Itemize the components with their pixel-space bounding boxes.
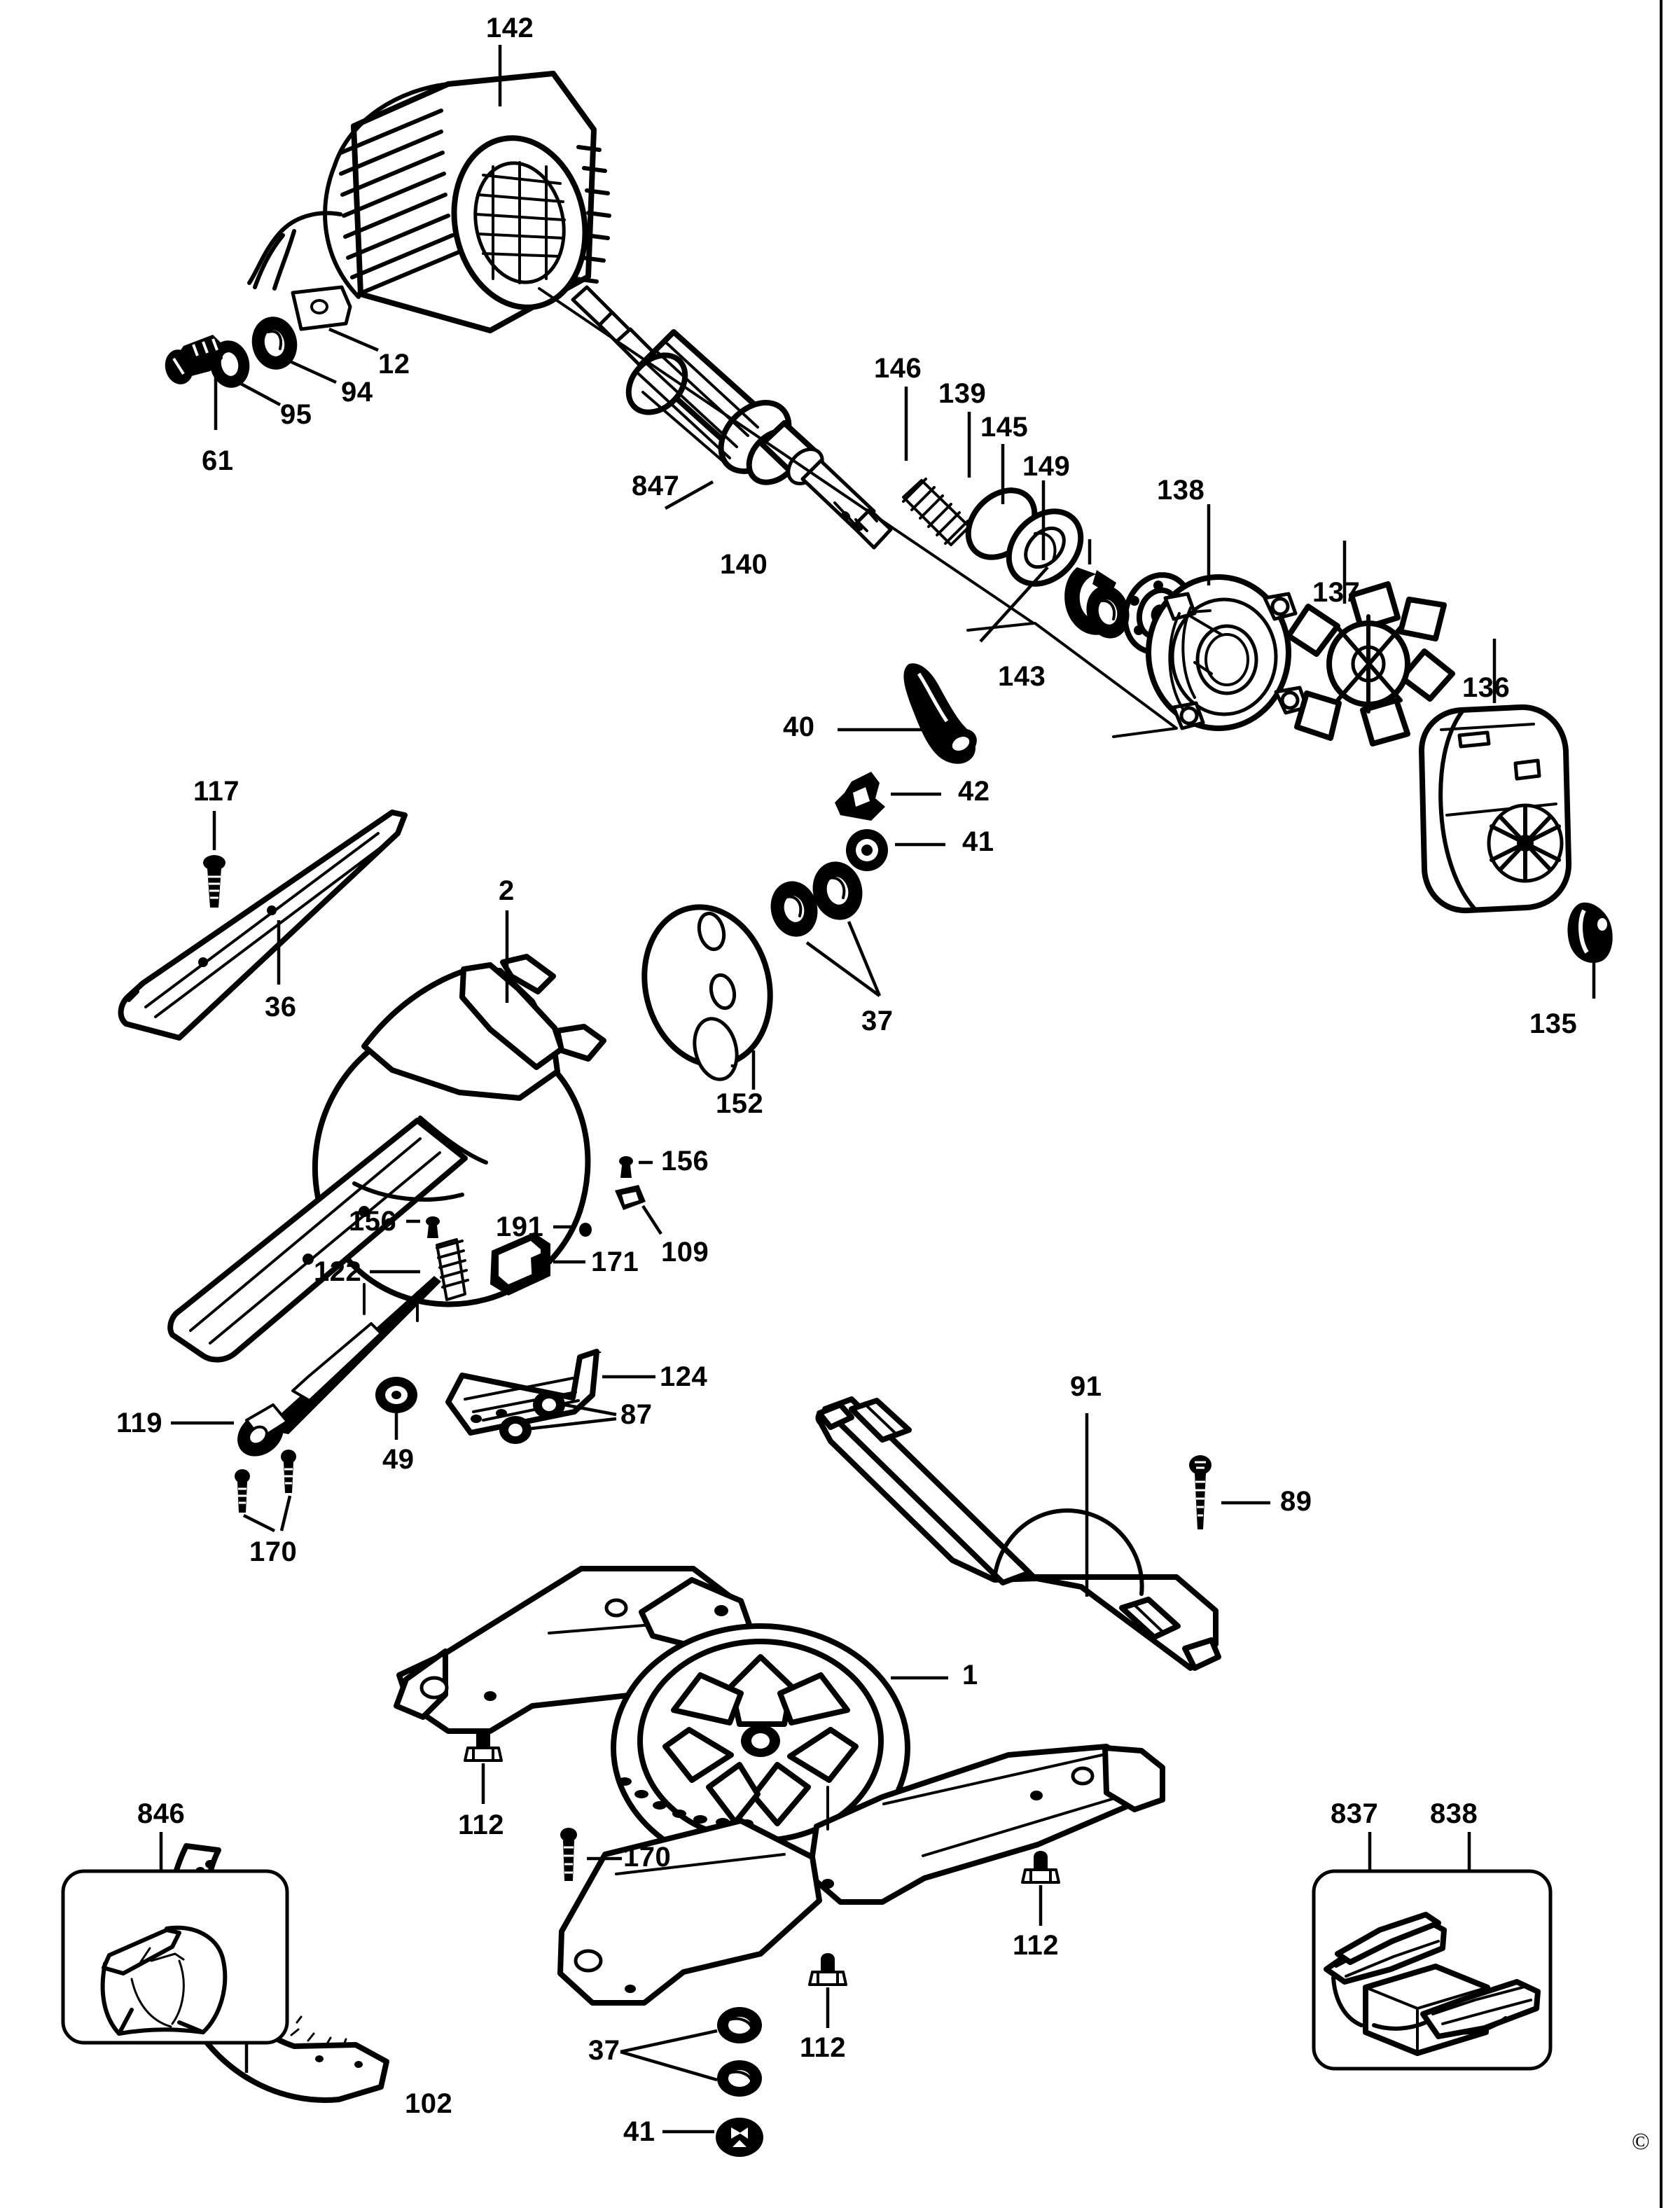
callout-143: 143 — [998, 661, 1046, 692]
callout-170-b: 170 — [623, 1842, 672, 1873]
callout-42: 42 — [958, 776, 990, 807]
callout-119: 119 — [116, 1408, 163, 1438]
callout-1: 1 — [962, 1660, 978, 1690]
part-42-bracket — [835, 772, 941, 821]
part-146-spring — [902, 387, 971, 546]
callout-2: 2 — [499, 875, 515, 906]
part-87-washers — [499, 1391, 617, 1444]
callout-36: 36 — [265, 992, 297, 1022]
part-12-terminal-plate — [291, 285, 379, 352]
callout-170-a: 170 — [249, 1536, 298, 1567]
part-139-bearing — [965, 412, 1084, 587]
callout-847: 847 — [632, 471, 680, 501]
callout-112-a: 112 — [458, 1810, 505, 1840]
callout-37: 37 — [861, 1006, 894, 1036]
callout-142: 142 — [486, 13, 534, 43]
part-61-screw — [165, 335, 223, 430]
callout-846: 846 — [137, 1798, 186, 1829]
callout-156-b: 156 — [349, 1206, 397, 1237]
part-847-armature — [571, 285, 893, 550]
part-112-bolt-b — [1021, 1851, 1060, 1926]
part-122-spring — [370, 1238, 469, 1301]
callout-136: 136 — [1462, 672, 1511, 703]
part-156-screw-b — [406, 1216, 440, 1238]
callout-112-b: 112 — [1013, 1930, 1060, 1961]
callout-41-b: 41 — [623, 2116, 655, 2147]
part-137-fan — [1286, 541, 1455, 747]
box-846-dust-bag — [61, 1832, 289, 2045]
part-37-washers-upper — [770, 861, 882, 997]
callout-117: 117 — [193, 776, 240, 807]
callout-12: 12 — [378, 349, 410, 380]
part-142-stator — [247, 45, 611, 333]
callout-94: 94 — [341, 377, 373, 408]
callout-95: 95 — [280, 399, 312, 430]
callout-171: 171 — [591, 1247, 639, 1277]
callout-87: 87 — [620, 1399, 653, 1430]
part-138-end-cap — [1146, 504, 1309, 731]
part-89-screw — [1189, 1455, 1270, 1529]
part-40-lever — [838, 663, 977, 764]
callout-156-a: 156 — [661, 1146, 709, 1176]
callout-149: 149 — [1022, 451, 1071, 482]
part-191-pin — [553, 1223, 592, 1237]
callout-152: 152 — [716, 1088, 764, 1119]
part-41-nut-lower — [662, 2118, 763, 2157]
part-143-washer — [1086, 585, 1130, 639]
part-143-seal — [538, 287, 1178, 738]
part-112-bolt-a — [464, 1729, 503, 1804]
part-171-brush-holder — [490, 1233, 585, 1296]
callout-139: 139 — [938, 378, 987, 409]
callout-61: 61 — [202, 445, 234, 476]
part-136-motor-cover — [1419, 639, 1572, 914]
part-1-base — [394, 1566, 1165, 2006]
part-37-washers-lower — [620, 2007, 762, 2097]
callout-122: 122 — [314, 1256, 362, 1287]
part-117-screw — [203, 811, 225, 908]
callout-140: 140 — [720, 549, 768, 580]
part-91-fence — [815, 1396, 1221, 1671]
callout-137: 137 — [1312, 577, 1361, 608]
callout-146: 146 — [874, 353, 922, 384]
part-170-screw-base — [560, 1828, 622, 1881]
part-119-rod — [171, 1276, 441, 1457]
part-36-guard-strip — [118, 810, 408, 1041]
part-109-spacer — [615, 1185, 662, 1235]
part-41-nut — [846, 829, 945, 871]
callout-102: 102 — [405, 2088, 453, 2119]
callout-89: 89 — [1280, 1486, 1312, 1517]
callout-135: 135 — [1529, 1008, 1578, 1039]
callout-41: 41 — [962, 826, 994, 857]
part-94-washer — [251, 317, 337, 384]
callout-145: 145 — [980, 412, 1029, 443]
callout-837: 837 — [1331, 1798, 1379, 1829]
part-112-bolt-c — [808, 1953, 847, 2028]
callout-40: 40 — [783, 711, 815, 742]
part-156-screw-a — [619, 1156, 653, 1178]
part-170-screws-upper — [235, 1450, 296, 1533]
box-837-838-extensions — [1312, 1832, 1553, 2071]
callout-49: 49 — [382, 1444, 415, 1475]
callout-124: 124 — [660, 1361, 708, 1392]
copyright-mark: © — [1632, 2129, 1650, 2155]
callout-112-c: 112 — [800, 2032, 847, 2063]
callout-37-b: 37 — [588, 2035, 620, 2066]
callout-838: 838 — [1430, 1798, 1478, 1829]
callout-191: 191 — [496, 1211, 544, 1242]
callout-138: 138 — [1157, 475, 1205, 506]
callout-109: 109 — [661, 1237, 709, 1268]
part-49-nut — [375, 1377, 417, 1440]
part-152-cover-plate — [641, 904, 773, 1090]
part-135-clip — [1567, 902, 1613, 999]
callout-91: 91 — [1070, 1371, 1102, 1402]
